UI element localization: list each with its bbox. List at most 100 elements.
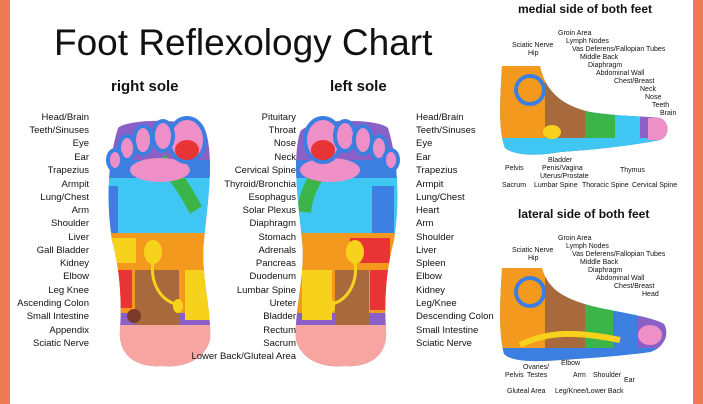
- left-label-trapezius: Trapezius: [416, 165, 458, 176]
- left-label-armpit: Armpit: [416, 179, 444, 190]
- lateral-label-leg-knee-lower-back: Leg/Knee/Lower Back: [555, 388, 624, 395]
- right-label-trapezius: Trapezius: [47, 165, 89, 176]
- right-label-liver: Liver: [68, 232, 89, 243]
- lateral-label-elbow: Elbow: [561, 360, 581, 367]
- left-label-small-intestine: Small Intestine: [416, 325, 479, 336]
- center-label-esophagus: Esophagus: [248, 192, 296, 203]
- left-label-heart: Heart: [416, 205, 440, 216]
- left-label-lung-chest: Lung/Chest: [416, 192, 465, 203]
- right-label-armpit: Armpit: [61, 179, 89, 190]
- medial-label-thoracic-spine: Thoracic Spine: [582, 182, 629, 189]
- medial-label-thymus: Thymus: [620, 167, 645, 174]
- medial-label-lumbar-spine: Lumbar Spine: [534, 182, 578, 189]
- medial-label-brain: Brain: [660, 110, 677, 117]
- center-label-lower-back-gluteal: Lower Back/Gluteal Area: [191, 351, 296, 362]
- right-label-elbow: Elbow: [63, 271, 89, 282]
- lateral-label-groin-area: Groin Area: [558, 235, 592, 242]
- medial-label-sciatic-nerve: Sciatic Nerve: [512, 42, 554, 49]
- medial-label-vas-deferens: Vas Deferens/Fallopian Tubes: [572, 46, 666, 53]
- left-label-kidney: Kidney: [416, 285, 446, 296]
- left-label-elbow: Elbow: [416, 271, 442, 282]
- medial-label-middle-back: Middle Back: [580, 54, 619, 61]
- right-label-shoulder: Shoulder: [50, 218, 89, 229]
- left-label-teeth-sinuses: Teeth/Sinuses: [416, 125, 476, 136]
- page-title: Foot Reflexology Chart: [54, 22, 433, 63]
- right-sole-title: right sole: [111, 78, 179, 95]
- medial-label-sacrum: Sacrum: [502, 182, 527, 189]
- center-label-adrenals: Adrenals: [258, 245, 297, 256]
- left-sole-title: left sole: [330, 78, 387, 95]
- center-label-pancreas: Pancreas: [255, 258, 296, 269]
- left-label-arm: Arm: [416, 218, 434, 229]
- right-label-teeth-sinuses: Teeth/Sinuses: [29, 125, 89, 136]
- lateral-side-title: lateral side of both feet: [518, 207, 650, 221]
- lateral-label-diaphragm: Diaphragm: [588, 267, 623, 274]
- right-label-ear: Ear: [74, 152, 89, 163]
- medial-label-cervical-spine: Cervical Spine: [632, 182, 678, 189]
- right-label-appendix: Appendix: [49, 325, 89, 336]
- right-label-head-brain: Head/Brain: [41, 112, 89, 123]
- medial-foot-illustration: [500, 66, 668, 155]
- medial-label-chest-breast: Chest/Breast: [614, 78, 655, 85]
- medial-label-pelvis: Pelvis: [505, 165, 524, 172]
- left-label-ear: Ear: [416, 152, 431, 163]
- center-label-neck: Neck: [274, 152, 296, 163]
- left-label-leg-knee: Leg/Knee: [416, 298, 457, 309]
- lateral-label-arm: Arm: [573, 372, 586, 379]
- center-label-lumbar-spine: Lumbar Spine: [236, 285, 296, 296]
- medial-label-hip: Hip: [528, 50, 539, 57]
- right-label-arm: Arm: [71, 205, 89, 216]
- center-label-stomach: Stomach: [258, 232, 297, 243]
- lateral-label-testes: Testes: [527, 372, 548, 379]
- right-label-ascending-colon: Ascending Colon: [17, 298, 89, 309]
- left-label-sciatic-nerve: Sciatic Nerve: [416, 338, 472, 349]
- lateral-label-sciatic-nerve: Sciatic Nerve: [512, 247, 554, 254]
- medial-label-uterus-prostate: Uterus/Prostate: [540, 173, 589, 180]
- medial-label-nose: Nose: [645, 94, 662, 101]
- center-label-pituitary: Pituitary: [261, 112, 296, 123]
- left-label-spleen: Spleen: [416, 258, 446, 269]
- center-label-solar-plexus: Solar Plexus: [242, 205, 296, 216]
- medial-label-teeth: Teeth: [652, 102, 670, 109]
- lateral-label-ear: Ear: [624, 377, 635, 384]
- lateral-foot-illustration: [500, 268, 667, 362]
- right-label-small-intestine: Small Intestine: [26, 311, 89, 322]
- lateral-label-head: Head: [642, 291, 659, 298]
- right-label-eye: Eye: [72, 138, 89, 149]
- medial-label-diaphragm: Diaphragm: [588, 62, 623, 69]
- center-label-throat: Throat: [268, 125, 296, 136]
- left-label-liver: Liver: [416, 245, 437, 256]
- lateral-label-vas-deferens: Vas Deferens/Fallopian Tubes: [572, 251, 666, 258]
- medial-side-title: medial side of both feet: [518, 2, 653, 16]
- lateral-label-pelvis: Pelvis: [505, 372, 524, 379]
- lateral-label-middle-back: Middle Back: [580, 259, 619, 266]
- lateral-label-gluteal-area: Gluteal Area: [507, 388, 546, 395]
- left-label-eye: Eye: [416, 138, 433, 149]
- medial-label-abdominal-wall: Abdominal Wall: [596, 70, 645, 77]
- right-label-kidney: Kidney: [59, 258, 89, 269]
- center-label-bladder: Bladder: [263, 311, 296, 322]
- right-label-gall-bladder: Gall Bladder: [36, 245, 89, 256]
- center-label-duodenum: Duodenum: [249, 271, 296, 282]
- right-sole-illustration: [106, 116, 211, 367]
- left-label-head-brain: Head/Brain: [416, 112, 464, 123]
- medial-label-groin-area: Groin Area: [558, 30, 592, 37]
- lateral-label-lymph-nodes: Lymph Nodes: [566, 243, 609, 250]
- medial-label-neck: Neck: [640, 86, 656, 93]
- center-label-sacrum: Sacrum: [263, 338, 296, 349]
- left-sole-illustration: [295, 116, 400, 367]
- right-label-leg-knee: Leg Knee: [48, 285, 89, 296]
- center-label-diaphragm: Diaphragm: [249, 218, 296, 229]
- medial-label-penis-vagina: Penis/Vagina: [542, 165, 583, 172]
- center-label-cervical-spine: Cervical Spine: [234, 165, 296, 176]
- center-label-thyroid-bronchia: Thyroid/Bronchia: [224, 179, 296, 190]
- medial-label-bladder: Bladder: [548, 157, 573, 164]
- center-label-nose: Nose: [273, 138, 296, 149]
- left-label-descending-colon: Descending Colon: [416, 311, 494, 322]
- right-label-lung-chest: Lung/Chest: [40, 192, 89, 203]
- medial-label-lymph-nodes: Lymph Nodes: [566, 38, 609, 45]
- lateral-label-ovaries: Ovaries/: [523, 364, 550, 371]
- center-label-rectum: Rectum: [263, 325, 296, 336]
- center-label-ureter: Ureter: [269, 298, 296, 309]
